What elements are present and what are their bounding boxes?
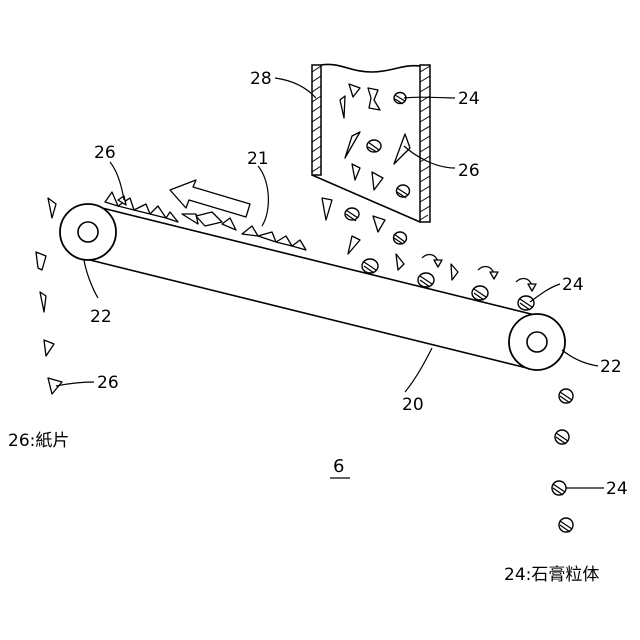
paper-fragment bbox=[373, 216, 385, 232]
label-paper-hopper: 26 bbox=[458, 161, 480, 181]
hopper-right-wall bbox=[420, 65, 430, 222]
leader-lines bbox=[56, 78, 604, 488]
hopper-left-wall bbox=[312, 65, 321, 175]
label-hopper: 28 bbox=[250, 69, 272, 89]
paper-fragment bbox=[451, 264, 458, 280]
label-roller-right: 22 bbox=[600, 357, 622, 377]
belt-bottom-surface bbox=[90, 260, 535, 370]
roller-right bbox=[509, 314, 565, 370]
label-paper-falling: 26 bbox=[97, 373, 119, 393]
roller-left bbox=[60, 204, 116, 260]
legend-paper: 26:紙片 bbox=[8, 431, 69, 451]
paper-fragment bbox=[345, 132, 360, 158]
belt-top-surface bbox=[90, 205, 535, 315]
paper-fragment bbox=[368, 88, 380, 110]
paper-fragment bbox=[349, 84, 360, 97]
hopper-top-break-line bbox=[321, 64, 420, 72]
label-gypsum-belt: 24 bbox=[562, 275, 584, 295]
label-paper-belt: 26 bbox=[94, 143, 116, 163]
label-roller-left: 22 bbox=[90, 307, 112, 327]
hopper-contents bbox=[340, 84, 410, 198]
gypsum-falling-right bbox=[552, 389, 573, 532]
paper-falling-left bbox=[36, 198, 62, 394]
paper-fragment bbox=[340, 96, 345, 118]
label-gypsum-falling: 24 bbox=[606, 479, 628, 499]
paper-fragment bbox=[396, 254, 404, 270]
paper-fragment bbox=[372, 172, 383, 190]
paper-fragment bbox=[352, 164, 360, 180]
paper-fragment bbox=[322, 198, 332, 220]
hopper-bottom-edge bbox=[312, 175, 420, 222]
label-separation-zone: 21 bbox=[247, 149, 269, 169]
belt-conveyor bbox=[60, 204, 565, 370]
gypsum-on-belt bbox=[362, 255, 536, 310]
belt-direction-arrow bbox=[170, 180, 250, 217]
legend-gypsum: 24:石膏粒体 bbox=[504, 564, 599, 585]
label-conveyor: 20 bbox=[402, 395, 424, 415]
paper-fragment bbox=[348, 236, 360, 254]
figure-number: 6 bbox=[333, 456, 344, 477]
label-gypsum-hopper: 24 bbox=[458, 89, 480, 109]
